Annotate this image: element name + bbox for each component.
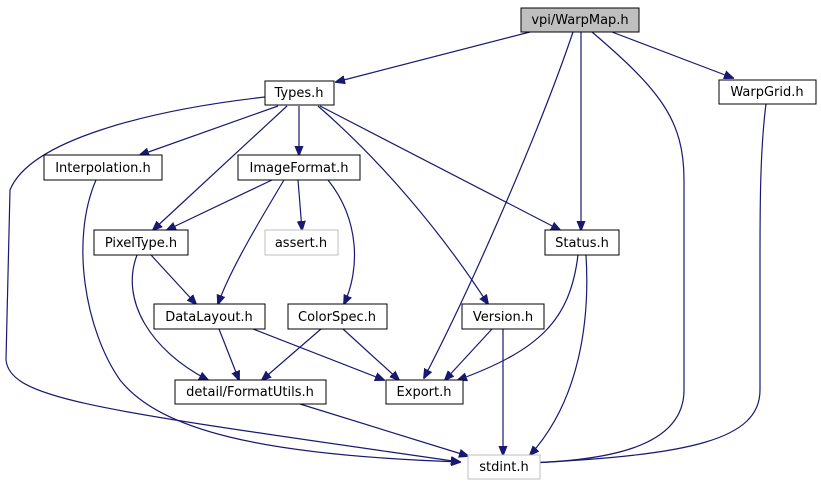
node-warpmap[interactable]: vpi/WarpMap.h <box>520 7 640 33</box>
node-label: vpi/WarpMap.h <box>531 13 628 28</box>
node-datalayout[interactable]: DataLayout.h <box>153 303 266 330</box>
node-export[interactable]: Export.h <box>385 379 464 405</box>
node-label: Version.h <box>473 310 533 325</box>
node-label: Types.h <box>273 86 323 101</box>
node-layer: vpi/WarpMap.h Types.h WarpGrid.h Interpo… <box>43 7 817 480</box>
node-assert[interactable]: assert.h <box>264 229 339 256</box>
node-pixeltype[interactable]: PixelType.h <box>93 229 189 256</box>
node-label: stdint.h <box>479 460 528 475</box>
edge-types-pixeltype <box>153 105 288 230</box>
edge-datalayout-formatutils <box>218 328 239 380</box>
edge-formatutils-stdint <box>299 403 468 456</box>
node-status[interactable]: Status.h <box>544 229 620 256</box>
edge-warpgrid-stdint <box>530 103 767 463</box>
edge-interpolation-stdint <box>82 179 460 462</box>
edge-colorspec-formatutils <box>262 328 322 380</box>
node-label: detail/FormatUtils.h <box>186 385 314 400</box>
edge-status-stdint <box>530 254 588 455</box>
node-label: ImageFormat.h <box>250 161 349 176</box>
edge-status-export <box>458 254 579 380</box>
edge-pixeltype-datalayout <box>150 254 196 304</box>
node-label: assert.h <box>275 236 327 251</box>
edge-imageformat-pixeltype <box>167 179 273 230</box>
edge-datalayout-export <box>252 328 384 380</box>
node-label: Interpolation.h <box>55 161 151 176</box>
node-label: Status.h <box>555 236 609 251</box>
node-label: WarpGrid.h <box>730 85 803 100</box>
edge-warpmap-stdint <box>530 31 685 463</box>
node-label: ColorSpec.h <box>298 310 376 325</box>
node-label: Export.h <box>397 385 452 400</box>
node-imageformat[interactable]: ImageFormat.h <box>237 154 361 181</box>
node-formatutils[interactable]: detail/FormatUtils.h <box>174 379 327 405</box>
edge-pixeltype-formatutils <box>131 254 208 380</box>
node-label: DataLayout.h <box>165 310 253 325</box>
edge-types-interpolation <box>140 105 279 155</box>
edge-layer <box>5 31 767 463</box>
node-version[interactable]: Version.h <box>461 303 545 330</box>
edge-colorspec-export <box>342 328 399 380</box>
edge-types-status <box>319 105 560 230</box>
edge-types-stdint <box>5 96 460 462</box>
edge-imageformat-colorspec <box>327 179 356 304</box>
edge-warpmap-types <box>336 31 531 82</box>
edge-types-version <box>317 105 488 304</box>
node-colorspec[interactable]: ColorSpec.h <box>287 303 388 330</box>
node-stdint[interactable]: stdint.h <box>467 454 541 480</box>
node-label: PixelType.h <box>105 236 177 251</box>
edge-imageformat-datalayout <box>218 179 285 304</box>
node-types[interactable]: Types.h <box>264 80 335 106</box>
edge-warpmap-warpgrid <box>611 31 733 78</box>
edge-version-export <box>445 328 493 380</box>
edge-warpmap-export <box>424 31 574 378</box>
node-warpgrid[interactable]: WarpGrid.h <box>718 79 817 105</box>
node-interpolation[interactable]: Interpolation.h <box>43 154 163 181</box>
edge-imageformat-assert <box>298 179 302 230</box>
